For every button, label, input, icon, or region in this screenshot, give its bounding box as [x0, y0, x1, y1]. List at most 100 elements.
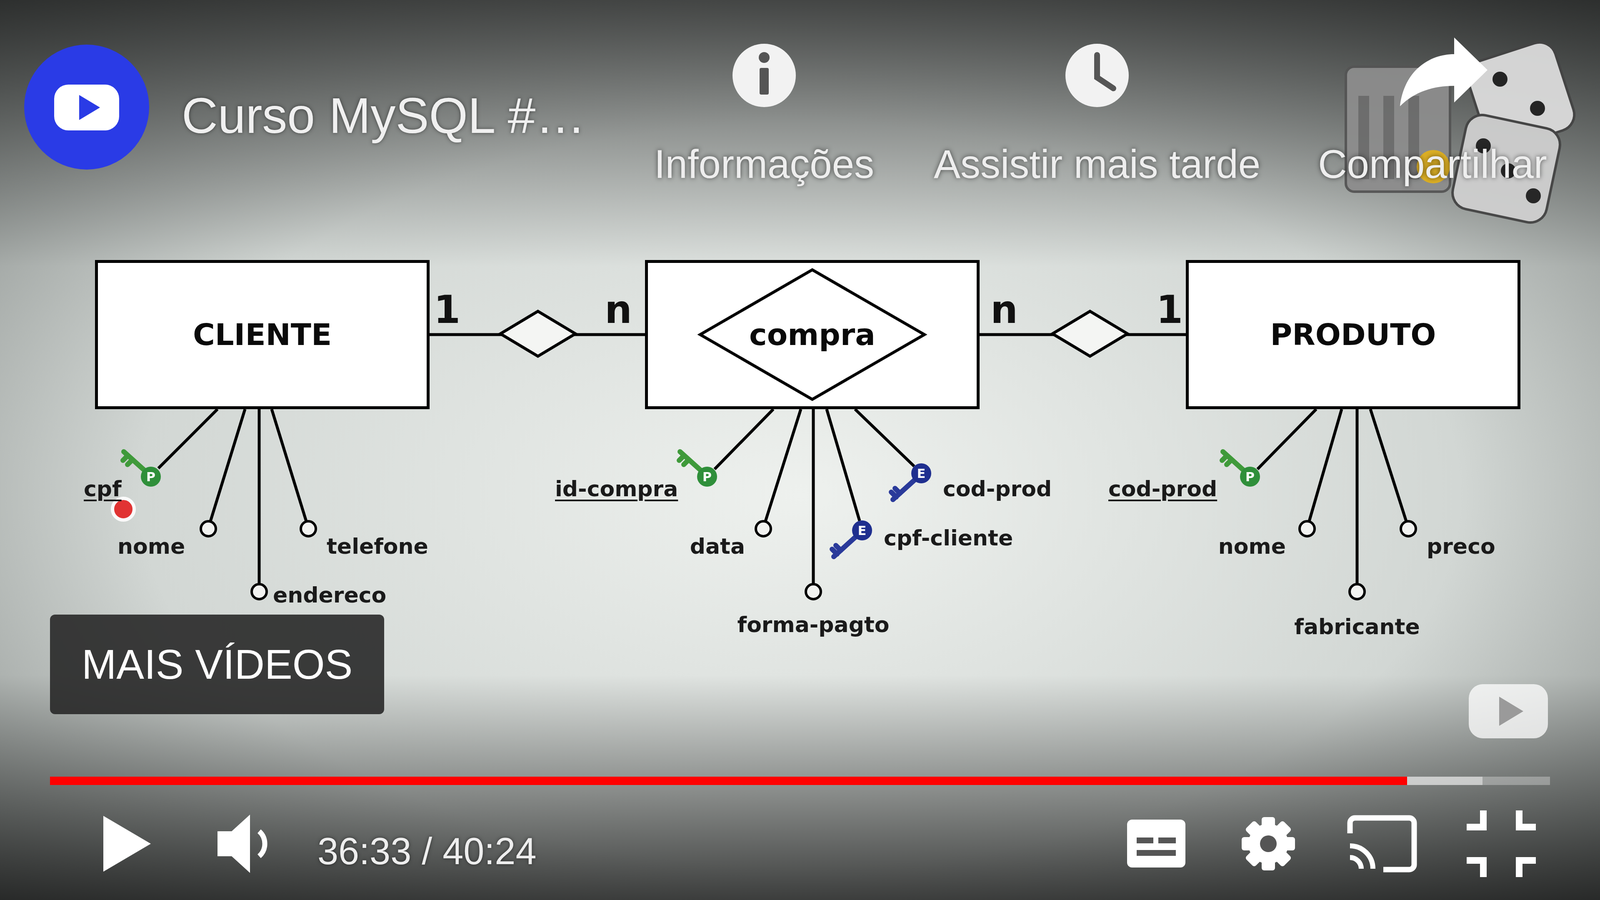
attribute-circle: [251, 584, 267, 600]
watermark-logo: [1468, 684, 1548, 739]
entity-name: PRODUTO: [1270, 319, 1437, 350]
attribute-line: [1257, 409, 1317, 470]
primary-key-letter: P: [1245, 469, 1255, 485]
primary-key-icon: [679, 451, 718, 487]
foreign-key-attribute: cod-prod: [942, 476, 1052, 502]
time-display: 36:33 / 40:24: [317, 830, 537, 873]
foreign-key-letter: E: [857, 523, 867, 538]
primary-key-letter: P: [702, 469, 712, 485]
cast-waves: [1350, 845, 1373, 869]
more-videos-button: MAIS VÍDEOS: [50, 614, 385, 715]
captions-line: [1158, 837, 1176, 844]
foreign-key-icon: [832, 520, 873, 557]
attribute-line: [765, 409, 801, 522]
gear-tooth: [1244, 820, 1292, 868]
primary-key-icon: [1222, 451, 1260, 487]
attribute-label: preco: [1426, 533, 1496, 559]
info-icon-stem: [759, 67, 769, 95]
attribute-label: fabricante: [1294, 614, 1420, 640]
attribute-circle: [1349, 584, 1365, 600]
key-shaft: [891, 479, 915, 500]
key-attribute: cod-prod: [1108, 476, 1218, 502]
attribute-circle: [1299, 521, 1315, 537]
watch-later-icon: [1065, 43, 1129, 108]
cardinality: 1: [433, 287, 461, 333]
attribute-circle: [1400, 521, 1416, 537]
volume-wave: [259, 831, 265, 857]
key-head: [140, 466, 161, 487]
key-attribute: id-compra: [555, 476, 678, 502]
captions-line: [1136, 837, 1154, 844]
settings-icon: [1241, 817, 1295, 871]
top-shade: [0, 0, 1600, 267]
key-head: [911, 463, 932, 484]
key-head: [852, 520, 873, 541]
attribute-line: [1355, 409, 1359, 585]
die-pip: [1492, 71, 1508, 87]
attribute-label: nome: [1218, 533, 1286, 559]
entity-box: PRODUTO: [1185, 260, 1521, 410]
entity-box: CLIENTE: [95, 260, 430, 410]
progress-buffered: [50, 776, 1483, 785]
player-action-label: Assistir mais tarde: [933, 141, 1261, 188]
progress-played: [50, 776, 1408, 785]
attribute-line: [271, 409, 307, 522]
entity-name: CLIENTE: [192, 319, 332, 350]
player-action-label: Informações: [654, 141, 875, 188]
channel-logo: [24, 44, 150, 170]
player-action-label: Compartilhar: [1317, 141, 1548, 188]
attribute-label: data: [690, 533, 745, 559]
key-shaft: [122, 451, 145, 471]
attribute-label: endereco: [272, 582, 387, 608]
cast-icon: [1350, 817, 1415, 870]
relationship-diamond: [500, 311, 576, 357]
gear-hole: [1260, 835, 1277, 853]
attribute-label: nome: [117, 533, 185, 559]
die-pip: [1525, 188, 1541, 204]
foreign-key-attribute: cpf-cliente: [883, 525, 1013, 551]
primary-key-icon: [122, 451, 161, 487]
foreign-key-letter: E: [917, 466, 926, 481]
diamond-outline: [700, 270, 925, 400]
captions-line: [1136, 850, 1176, 856]
info-icon: [732, 43, 796, 108]
key-head: [1240, 466, 1260, 487]
attribute-circle: [755, 521, 771, 537]
key-shaft: [1222, 451, 1244, 471]
attribute-line: [257, 409, 261, 585]
attribute-circle: [805, 584, 821, 600]
relationship-name: compra: [749, 319, 876, 350]
attribute-line: [1370, 409, 1407, 522]
channel-logo-mark: [54, 84, 120, 131]
primary-key-letter: P: [146, 469, 156, 485]
attribute-label: telefone: [326, 533, 429, 559]
attribute-line: [158, 409, 218, 469]
relationship-diamond: [1052, 311, 1128, 357]
captions-icon: [1127, 819, 1186, 868]
info-icon-dot: [758, 52, 770, 63]
gear-body: [1248, 823, 1289, 864]
attribute-line: [1309, 409, 1342, 522]
touch-indicator: [112, 498, 135, 520]
share-icon: [1400, 37, 1488, 107]
attribute-line: [855, 409, 915, 467]
key-shaft: [832, 536, 856, 557]
progress-track: [50, 776, 1550, 785]
attribute-circle: [200, 521, 216, 537]
key-shaft: [679, 451, 701, 471]
attribute-line: [714, 409, 774, 470]
associative-entity-box: compra: [645, 260, 980, 410]
key-head: [697, 466, 718, 487]
exit-fullscreen-icon: [1466, 810, 1536, 878]
key-attribute: cpf: [83, 476, 122, 502]
watch-later-hands: [1097, 55, 1114, 89]
volume-icon: [217, 814, 250, 873]
gear-tooth: [1244, 820, 1292, 868]
foreign-key-icon: [891, 463, 932, 500]
attribute-line: [812, 409, 815, 585]
attribute-line: [826, 409, 860, 521]
play-button: [103, 815, 151, 872]
cardinality: n: [604, 287, 633, 333]
